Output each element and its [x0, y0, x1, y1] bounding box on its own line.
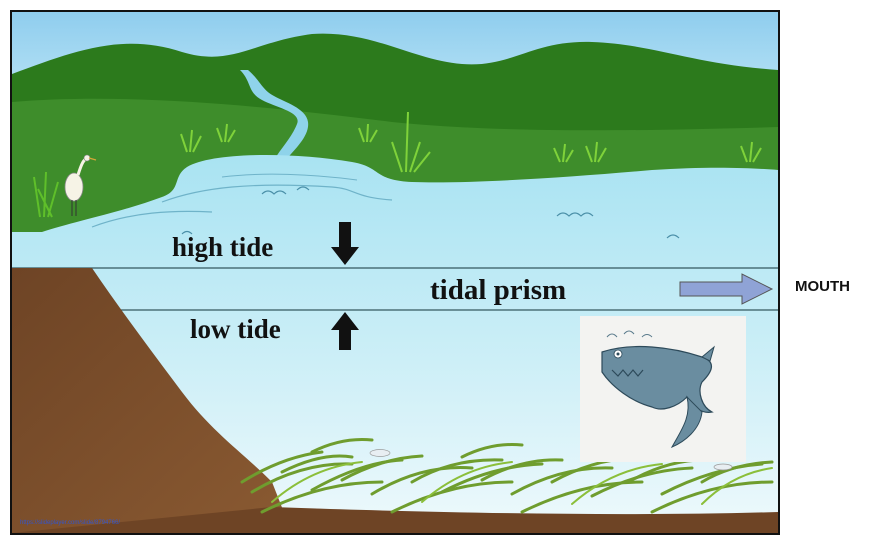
low-tide-label: low tide	[190, 314, 281, 344]
estuary-illustration	[12, 12, 778, 533]
wave-marks	[181, 186, 680, 239]
fish-icon	[369, 449, 733, 471]
down-arrow-icon	[331, 222, 359, 265]
tidal-prism-label: tidal prism	[430, 274, 567, 306]
shark-icon	[580, 316, 746, 462]
image-credit: https://slideplayer.com/slide/8794766/	[20, 520, 121, 526]
mouth-label: MOUTH	[795, 278, 850, 295]
seagrass-bed	[240, 438, 774, 514]
right-arrow-icon	[679, 273, 774, 305]
stream	[240, 70, 309, 162]
diagram-frame: high tide tidal prism low tide https://s…	[10, 10, 780, 535]
high-tide-label: high tide	[172, 232, 274, 262]
hill-grass	[180, 111, 762, 173]
bank-grass	[33, 171, 59, 218]
egret-icon	[64, 154, 97, 216]
mud-bank	[12, 268, 292, 533]
up-arrow-icon	[331, 312, 359, 350]
